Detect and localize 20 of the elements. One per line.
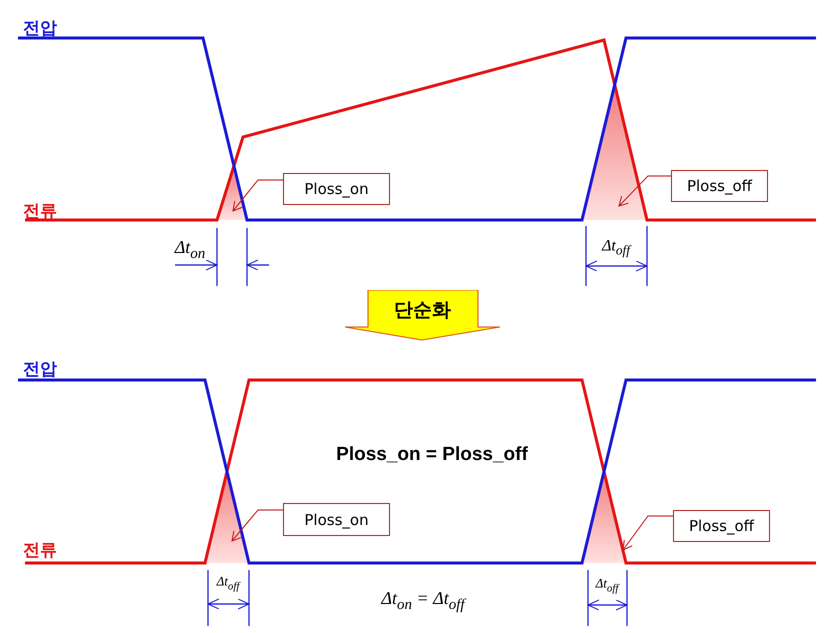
callout-box: Ploss_on bbox=[283, 173, 390, 205]
callout-box: Ploss_off bbox=[673, 510, 770, 542]
leader-line bbox=[622, 516, 674, 550]
axis-label: 전류 bbox=[23, 200, 57, 222]
equation: Δt$_{on}$ = Δt$_{off}$ bbox=[381, 588, 465, 614]
axis-label: 전압 bbox=[23, 358, 57, 380]
time-label: Δt$_{off}$ bbox=[602, 237, 630, 259]
callout-box: Ploss_off bbox=[671, 170, 768, 202]
time-label: Δt$_{off}$ bbox=[596, 576, 618, 594]
axis-label: 전압 bbox=[23, 18, 57, 40]
time-label: Δt$_{off}$ bbox=[216, 574, 240, 592]
axis-label: 전류 bbox=[23, 540, 57, 562]
leader-line bbox=[618, 176, 672, 206]
callout-box: Ploss_on bbox=[283, 503, 390, 536]
time-label: Δt$_{on}$ bbox=[174, 237, 206, 263]
loss-area bbox=[217, 170, 247, 220]
leader-line bbox=[232, 180, 284, 212]
leader-line bbox=[232, 510, 284, 542]
block-arrow: 단순화 bbox=[345, 290, 500, 341]
equation: Ploss_on = Ploss_off bbox=[336, 444, 528, 466]
